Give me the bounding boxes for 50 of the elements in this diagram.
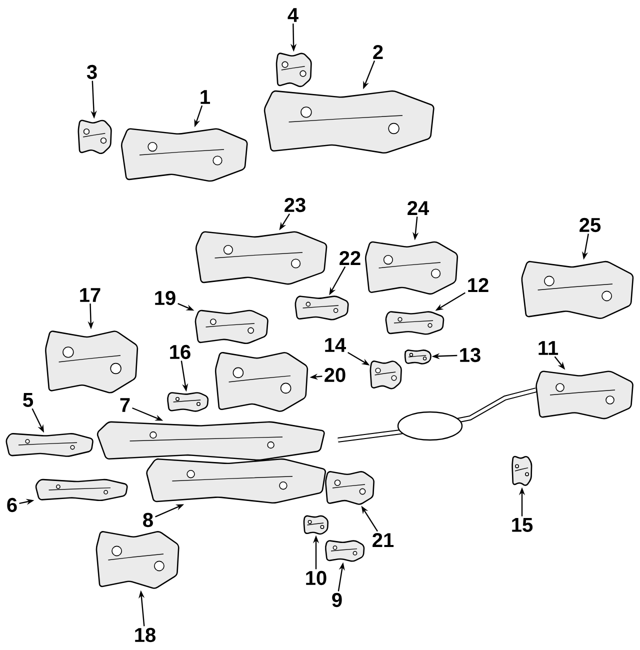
part-drawing — [303, 515, 328, 535]
callout-number: 10 — [306, 570, 326, 586]
part-drawing — [196, 231, 328, 285]
callout-number: 3 — [86, 64, 97, 80]
callout-number: 14 — [325, 338, 346, 352]
callout-number: 16 — [170, 344, 190, 360]
callout-number: 7 — [120, 398, 130, 412]
part-drawing — [167, 392, 209, 412]
part-drawing — [194, 310, 268, 344]
callout-number: 9 — [332, 592, 342, 608]
part-drawing — [365, 241, 458, 294]
part-drawing — [146, 458, 326, 504]
part-drawing — [294, 296, 349, 320]
callout-number: 24 — [408, 201, 429, 215]
callout-number: 20 — [324, 368, 346, 382]
part-drawing — [78, 120, 112, 154]
part-drawing — [325, 540, 365, 562]
part-drawing — [45, 330, 138, 394]
part-drawing — [264, 90, 434, 154]
part-drawing — [276, 52, 312, 88]
part-drawing — [521, 260, 634, 319]
callout-number: 17 — [80, 288, 100, 302]
part-drawing — [325, 471, 374, 505]
part-drawing — [512, 456, 532, 486]
callout-number: 19 — [155, 290, 176, 306]
callout-number: 15 — [512, 518, 533, 532]
part-drawing — [536, 370, 634, 420]
callout-number: 11 — [538, 341, 558, 355]
callout-number: 5 — [23, 393, 33, 407]
part-drawing — [96, 531, 180, 589]
part-drawing — [35, 478, 128, 502]
part-drawing — [6, 433, 94, 457]
callout-number: 8 — [143, 512, 153, 528]
callout-number: 1 — [200, 90, 210, 104]
part-drawing — [121, 128, 248, 182]
callout-number: 2 — [373, 45, 383, 59]
callout-number: 18 — [135, 628, 156, 642]
part-drawing — [385, 311, 444, 335]
callout-number: 25 — [580, 218, 601, 232]
callout-number: 12 — [468, 278, 488, 292]
callout-number: 6 — [7, 498, 17, 512]
callout-number: 22 — [340, 251, 360, 265]
part-drawing — [404, 350, 432, 364]
callout-number: 21 — [372, 533, 394, 547]
callout-number: 13 — [460, 348, 480, 362]
callout-number: 4 — [288, 8, 298, 22]
part-drawing — [370, 360, 402, 390]
callout-number: 23 — [284, 198, 306, 212]
part-drawing — [214, 352, 308, 412]
part-drawing — [96, 421, 325, 461]
